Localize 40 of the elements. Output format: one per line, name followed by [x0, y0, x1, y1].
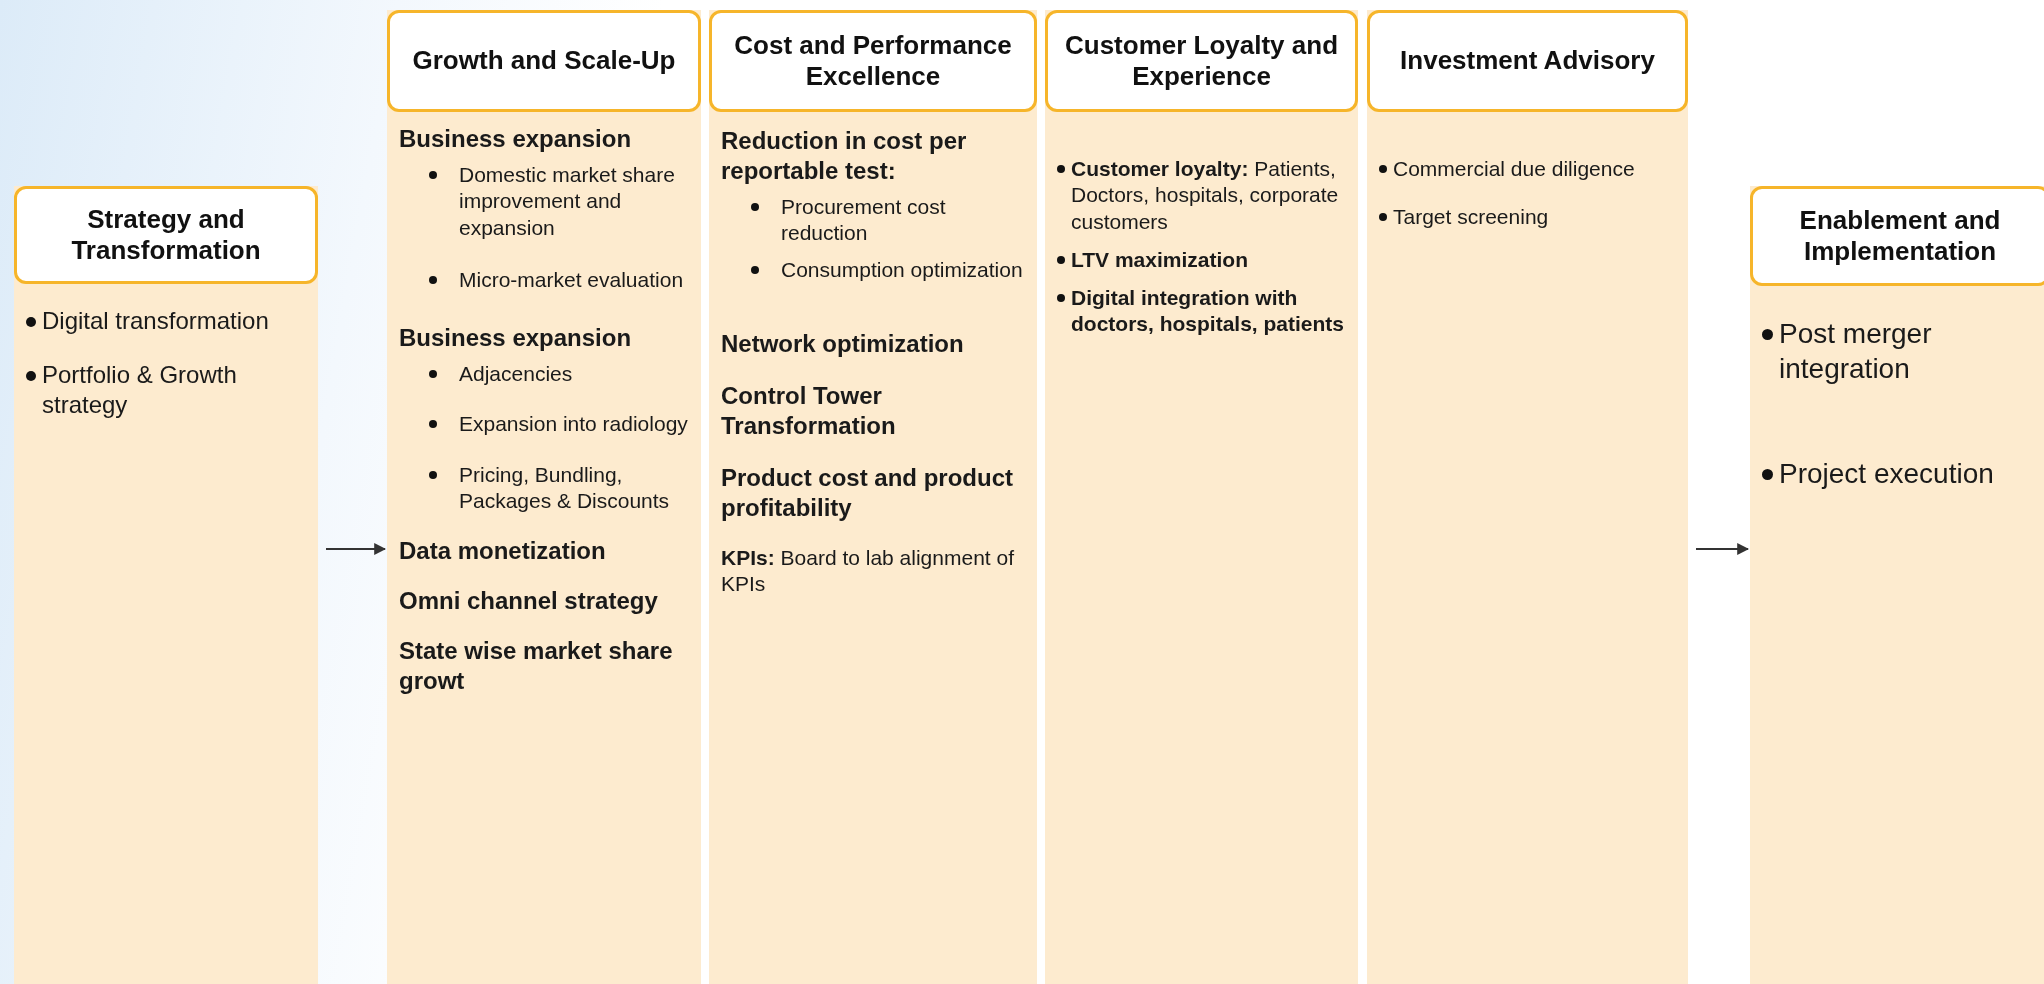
category-column [1367, 10, 1688, 984]
bullet-item: Commercial due diligence [1393, 156, 1635, 182]
bullet-item: Post merger integration [1779, 317, 1933, 386]
bullet-item: Expansion into radiology [459, 411, 688, 438]
bullet-item: Domestic market share improvement and expansion [459, 162, 676, 241]
header-title: Growth and Scale-Up [412, 45, 676, 77]
bullet-item: Digital transformation [42, 306, 269, 336]
section-heading: Product cost and product profitability [721, 462, 1014, 523]
header-title: Investment Advisory [1400, 45, 1655, 77]
category-column [1045, 10, 1358, 984]
bullet-item: Portfolio & Growth strategy [42, 360, 238, 420]
bullet-item: Consumption optimization [781, 256, 1023, 283]
section-heading: Reduction in cost per reportable test: [721, 126, 968, 186]
section-heading: Business expansion [399, 323, 632, 353]
bullet-item: Customer loyalty: Patients, Doctors, hospitals, corporate customers [1071, 156, 1340, 235]
header-title: Cost and Performance Excellence [733, 29, 1013, 93]
header-title: Strategy and Transformation [70, 203, 262, 267]
bullet-item: Procurement cost reduction [781, 194, 947, 247]
section-heading: State wise market share growt [399, 636, 674, 696]
section-heading: Data monetization [399, 536, 606, 566]
header-title: Enablement and Implementation [1798, 204, 2002, 268]
section-heading: Network optimization [721, 328, 964, 359]
bullet-item: LTV maximization [1071, 246, 1248, 273]
bullet-item: Digital integration with doctors, hospitals, patients [1071, 285, 1346, 338]
section-heading: Business expansion [399, 124, 632, 154]
header-title: Customer Loyalty and Experience [1063, 29, 1340, 93]
section-heading: Omni channel strategy [399, 586, 658, 616]
bullet-item: Micro-market evaluation [459, 266, 684, 293]
section-heading: Control Tower Transformation [721, 380, 897, 441]
bullet-item: Project execution [1779, 457, 1994, 491]
arrow [1695, 543, 1750, 555]
category-column [709, 10, 1037, 984]
arrow [325, 543, 387, 555]
category-column [14, 186, 318, 984]
category-column [1750, 186, 2044, 984]
bullet-item: Adjacencies [459, 361, 573, 387]
bullet-item: Pricing, Bundling, Packages & Discounts [459, 461, 671, 514]
note-text: KPIs: Board to lab alignment of KPIs [721, 544, 1015, 597]
bullet-item: Target screening [1393, 204, 1549, 231]
category-column [387, 10, 701, 984]
